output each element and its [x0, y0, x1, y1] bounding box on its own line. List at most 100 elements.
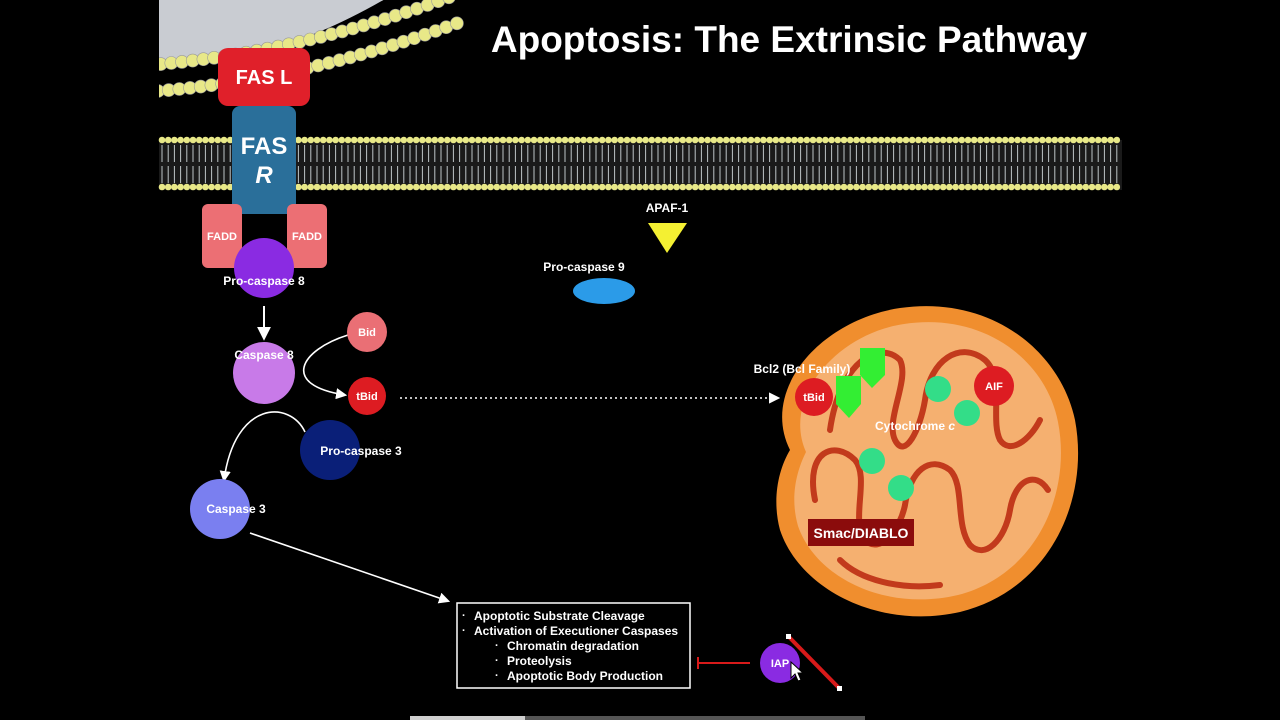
outcome-bullet-2: ·	[462, 625, 466, 637]
lipid-head	[363, 136, 370, 144]
tbid-label: tBid	[356, 391, 377, 403]
selected-line-shape[interactable]	[786, 634, 842, 691]
lipid-head	[853, 183, 860, 191]
smac-diablo-box	[808, 519, 914, 546]
lipid-head	[939, 183, 947, 191]
lipid-head	[1101, 183, 1108, 191]
lipid-head	[1045, 136, 1052, 144]
lipid-head	[685, 136, 693, 144]
aif-label: AIF	[985, 381, 1003, 393]
lipid-head	[636, 136, 643, 144]
lipid-head	[884, 183, 891, 191]
lipid-head	[772, 183, 780, 191]
lipid-head	[363, 183, 370, 191]
tbid-node	[348, 377, 386, 415]
caspase-3-label: Caspase 3	[206, 502, 266, 516]
lipid-head	[307, 183, 315, 191]
lipid-head	[586, 183, 594, 191]
lipid-head	[797, 183, 804, 191]
lipid-head	[171, 136, 178, 144]
lipid-head	[369, 183, 377, 191]
cytochrome-c-label: Cytochrome c	[875, 419, 955, 433]
lipid-head	[450, 136, 457, 144]
pro-caspase-8-label: Pro-caspase 8	[223, 274, 305, 288]
lipid-head	[518, 136, 525, 144]
lipid-head	[295, 183, 302, 191]
lipid-head	[220, 183, 228, 191]
lipid-head	[1020, 136, 1028, 144]
selection-handle-end[interactable]	[837, 686, 842, 691]
lipid-head	[580, 183, 587, 191]
iap-label: IAP	[771, 658, 789, 670]
lipid-head	[809, 136, 817, 144]
lipid-head	[753, 136, 761, 144]
lipid-head	[1014, 183, 1021, 191]
lipid-head	[698, 183, 705, 191]
pro-caspase-9-node	[573, 278, 635, 304]
lipid-head	[319, 183, 327, 191]
lipid-head	[877, 183, 885, 191]
lipid-head	[443, 183, 451, 191]
lipid-head	[524, 183, 532, 191]
lipid-head	[208, 136, 215, 144]
outcome-sub-bullet-1: ·	[495, 640, 499, 652]
outcome-sub-bullet-2: ·	[495, 655, 499, 667]
caspase-8-node	[233, 342, 295, 404]
lipid-head	[871, 136, 879, 144]
lipid-head	[741, 136, 749, 144]
lipid-head	[195, 183, 203, 191]
pro-caspase-8-node	[234, 238, 294, 298]
outcome-sub-bullet-3: ·	[495, 670, 499, 682]
lipid-head	[313, 183, 321, 191]
lipid-head	[1039, 136, 1046, 144]
lipid-head	[214, 183, 222, 191]
lipid-head	[406, 136, 414, 144]
lipid-head	[518, 183, 525, 191]
lipid-head	[555, 136, 563, 144]
playback-progress-fill	[410, 716, 525, 720]
lipid-head	[394, 183, 401, 191]
lipid-head	[474, 183, 482, 191]
selection-handle-start[interactable]	[786, 634, 791, 639]
fas-ligand: FAS L	[218, 48, 310, 106]
lipid-head	[902, 183, 910, 191]
lipid-head	[1076, 183, 1083, 191]
lipid-head	[530, 183, 538, 191]
pro-caspase-9-label: Pro-caspase 9	[543, 260, 625, 274]
lipid-head	[846, 136, 854, 144]
lipid-head	[468, 136, 476, 144]
lipid-head	[512, 136, 519, 144]
lipid-head	[189, 136, 197, 144]
lipid-head	[716, 183, 724, 191]
lipid-head	[406, 183, 414, 191]
lipid-head	[208, 183, 215, 191]
lipid-head	[679, 183, 687, 191]
lipid-head	[660, 183, 668, 191]
plasma-membrane	[158, 136, 1122, 191]
lipid-head	[425, 183, 432, 191]
lipid-head	[580, 136, 587, 144]
lipid-head	[1008, 136, 1015, 144]
lipid-head	[778, 136, 786, 144]
lipid-head	[425, 136, 432, 144]
lipid-head	[183, 136, 191, 144]
lipid-head	[214, 136, 222, 144]
lipid-head	[1020, 183, 1028, 191]
lipid-head	[524, 136, 532, 144]
lipid-head	[946, 183, 953, 191]
lipid-head	[332, 183, 339, 191]
lipid-head	[295, 136, 302, 144]
cytochrome-c-dot-2	[954, 400, 980, 426]
lipid-head	[1032, 136, 1040, 144]
lipid-head	[995, 136, 1003, 144]
outcome-item-1: Apoptotic Substrate Cleavage	[474, 609, 645, 623]
lipid-head	[1026, 183, 1034, 191]
lipid-head	[598, 183, 606, 191]
lipid-head	[605, 136, 612, 144]
lipid-head	[357, 183, 364, 191]
lipid-head	[344, 183, 352, 191]
lipid-head	[1057, 136, 1065, 144]
outcome-item-2: Activation of Executioner Caspases	[474, 624, 678, 638]
lipid-head	[896, 183, 904, 191]
lipid-head	[369, 136, 377, 144]
